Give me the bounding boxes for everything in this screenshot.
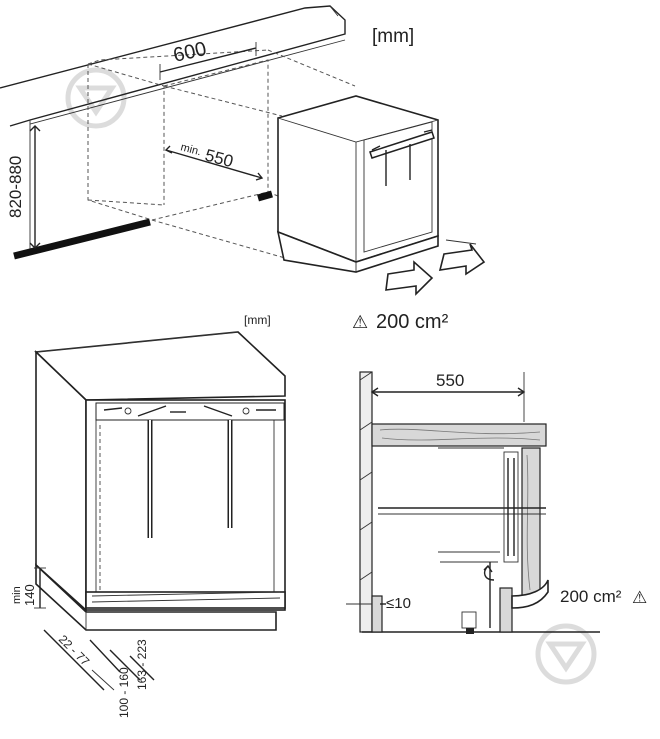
side-section-view: 550 ≤10 200 cm² ⚠ xyxy=(346,371,647,634)
range-b-label: 163 - 223 xyxy=(135,639,149,690)
side-depth-label: 550 xyxy=(436,371,464,390)
offset-dimension-label: 22 - 77 xyxy=(56,632,93,669)
front-view: [mm] min 140 xyxy=(11,313,286,718)
top-units-label: [mm] xyxy=(372,26,414,47)
height-dimension-label: 820-880 xyxy=(6,156,25,218)
side-gap-label: ≤10 xyxy=(386,595,411,612)
range-a-label: 100 - 160 xyxy=(117,667,131,718)
watermark-bottom-icon xyxy=(535,623,597,685)
top-ventilation-note: ⚠ 200 cm² xyxy=(352,311,449,333)
depth-dimension-label: 550 xyxy=(203,146,235,172)
front-units-label: [mm] xyxy=(244,313,271,327)
top-warning-icon: ⚠ xyxy=(352,312,368,332)
depth-min-prefix: min. xyxy=(179,141,202,158)
plinth-min-value: 140 xyxy=(22,584,37,606)
watermark-top-icon xyxy=(65,67,127,129)
plinth-min-prefix: min xyxy=(11,586,23,604)
top-ventilation-area: 200 cm² xyxy=(376,311,449,333)
side-vent-area: 200 cm² xyxy=(560,587,622,606)
side-warning-icon: ⚠ xyxy=(632,588,647,607)
top-installation-view: 820-880 600 min. 550 [mm] xyxy=(0,5,486,296)
